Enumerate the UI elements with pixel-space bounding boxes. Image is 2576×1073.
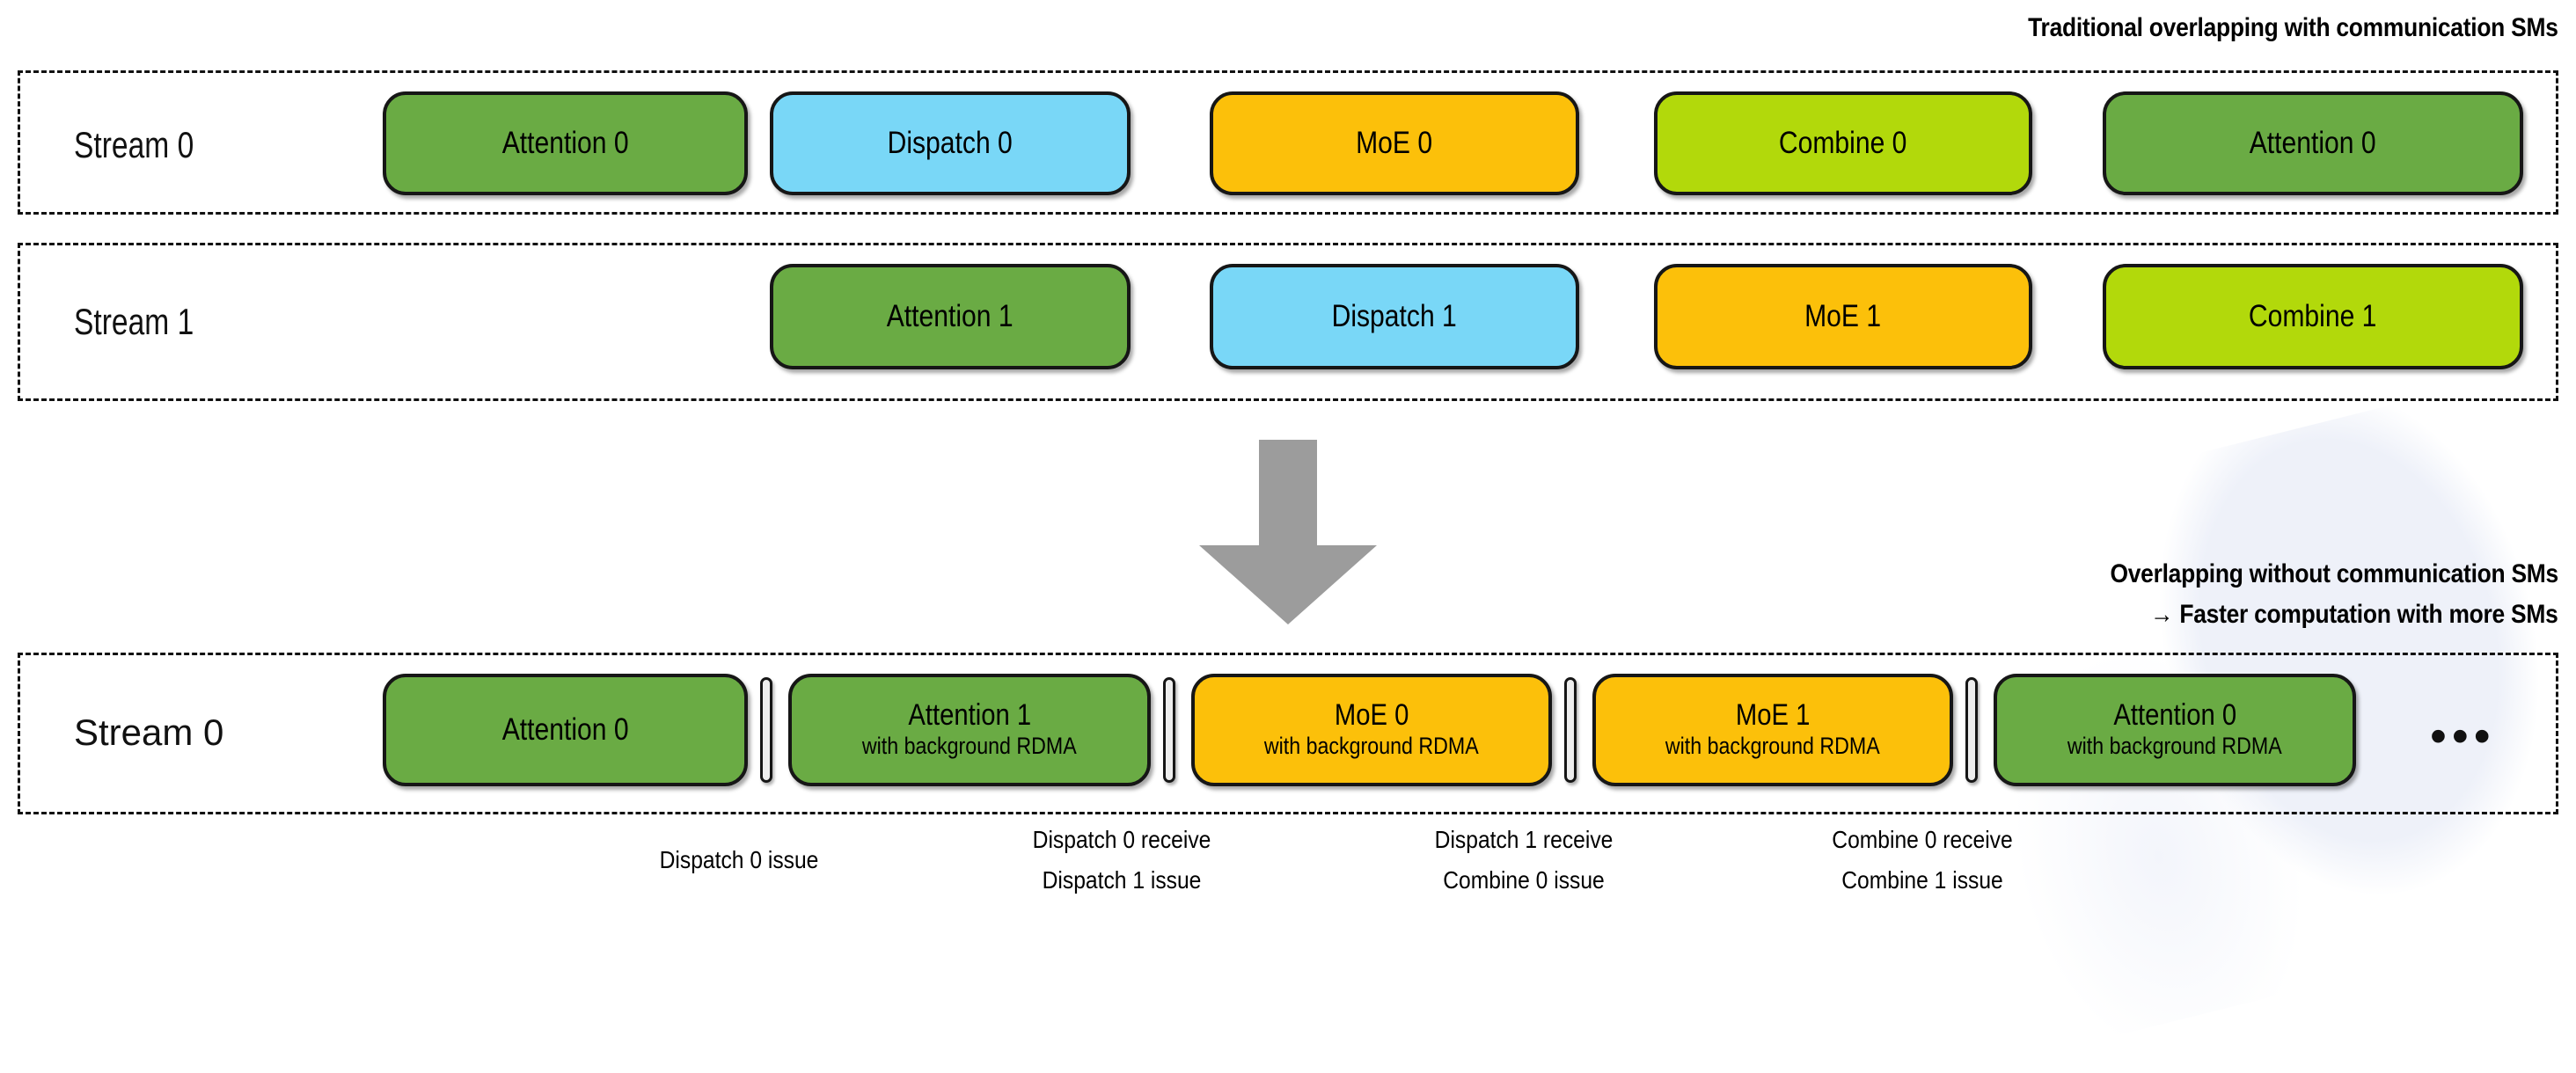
block-attention-0-b[interactable]: Attention 0	[383, 674, 748, 786]
block-attention-0b-s0[interactable]: Attention 0	[2103, 91, 2523, 195]
lane-label-stream0-bottom: Stream 0	[74, 712, 224, 753]
block-attention-0-s0[interactable]: Attention 0	[383, 91, 748, 195]
block-title: Attention 0	[501, 712, 629, 747]
separator-bar-4	[1965, 677, 1978, 783]
block-moe-1-s1[interactable]: MoE 1	[1654, 264, 2032, 369]
note-combine-0-receive: Combine 0 receive Combine 1 issue	[1783, 820, 2062, 901]
block-combine-1-s1[interactable]: Combine 1	[2103, 264, 2523, 369]
separator-bar-2	[1163, 677, 1175, 783]
note-line-2: Combine 0 issue	[1443, 866, 1605, 894]
block-attention-1-b[interactable]: Attention 1 with background RDMA	[788, 674, 1151, 786]
block-title: Attention 0	[2250, 125, 2376, 160]
separator-bar-3	[1564, 677, 1577, 783]
block-title: Attention 1	[908, 697, 1031, 732]
separator-bar-1	[760, 677, 772, 783]
block-title: Dispatch 1	[1331, 298, 1458, 333]
block-combine-0-s0[interactable]: Combine 0	[1654, 91, 2032, 195]
block-dispatch-0-s0[interactable]: Dispatch 0	[770, 91, 1131, 195]
block-title: MoE 1	[1804, 298, 1882, 333]
note-line-1: Dispatch 0 issue	[659, 846, 819, 873]
note-line-1: Dispatch 1 receive	[1434, 826, 1614, 853]
lane-label-stream1-top: Stream 1	[74, 301, 194, 342]
block-title: Combine 0	[1779, 125, 1907, 160]
caption-traditional: Traditional overlapping with communicati…	[2028, 13, 2559, 42]
block-subtitle: with background RDMA	[1665, 733, 1880, 760]
block-title: MoE 1	[1735, 697, 1811, 732]
note-line-2: Dispatch 1 issue	[1042, 866, 1202, 894]
block-attention-0b-b[interactable]: Attention 0 with background RDMA	[1994, 674, 2356, 786]
note-dispatch-0-receive: Dispatch 0 receive Dispatch 1 issue	[983, 820, 1262, 901]
lane-top-stream1	[18, 243, 2558, 401]
note-dispatch-0-issue: Dispatch 0 issue	[600, 840, 879, 880]
block-moe-0-b[interactable]: MoE 0 with background RDMA	[1191, 674, 1552, 786]
block-moe-1-b[interactable]: MoE 1 with background RDMA	[1592, 674, 1953, 786]
block-title: MoE 0	[1334, 697, 1409, 732]
block-title: Attention 0	[2113, 697, 2236, 732]
block-subtitle: with background RDMA	[1264, 733, 1479, 760]
block-subtitle: with background RDMA	[862, 733, 1077, 760]
block-attention-1-s1[interactable]: Attention 1	[770, 264, 1131, 369]
note-line-1: Dispatch 0 receive	[1032, 826, 1211, 853]
lane-label-stream0-top: Stream 0	[74, 124, 194, 165]
note-dispatch-1-receive: Dispatch 1 receive Combine 0 issue	[1385, 820, 1664, 901]
note-line-1: Combine 0 receive	[1832, 826, 2013, 853]
lane-top-stream0	[18, 70, 2558, 215]
block-title: Dispatch 0	[887, 125, 1014, 160]
down-arrow	[1199, 440, 1377, 624]
block-title: MoE 0	[1356, 125, 1433, 160]
block-moe-0-s0[interactable]: MoE 0	[1210, 91, 1579, 195]
block-dispatch-1-s1[interactable]: Dispatch 1	[1210, 264, 1579, 369]
block-title: Combine 1	[2249, 298, 2377, 333]
block-title: Attention 1	[887, 298, 1014, 333]
block-title: Attention 0	[501, 125, 629, 160]
caption-overlapping-line2: → Faster computation with more SMs	[2150, 600, 2559, 629]
caption-overlapping-line1: Overlapping without communication SMs	[2110, 559, 2559, 588]
ellipsis-more-blocks: •••	[2430, 710, 2496, 763]
diagram-stage: Traditional overlapping with communicati…	[18, 13, 2559, 901]
block-subtitle: with background RDMA	[2067, 733, 2282, 760]
note-line-2: Combine 1 issue	[1841, 866, 2003, 894]
